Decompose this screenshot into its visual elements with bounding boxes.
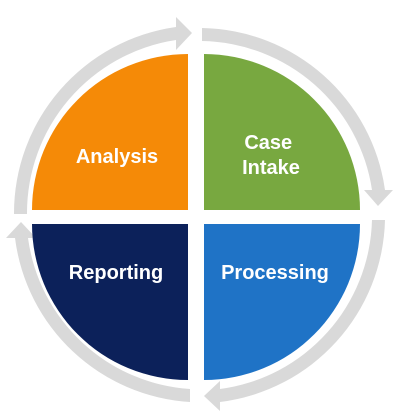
quadrant-labels: Analysis Case Intake Processing Reportin…: [69, 132, 329, 284]
cycle-ring: [6, 17, 393, 411]
quadrant-analysis: [32, 54, 188, 210]
quadrants: [32, 54, 360, 380]
ring-arrow-reporting-icon: [6, 222, 36, 238]
ring-arrow-processing-icon: [204, 381, 220, 411]
ring-arrow-analysis-icon: [176, 17, 192, 50]
ring-segment-reporting: [15, 238, 190, 402]
ring-arrow-case-intake-icon: [364, 190, 393, 206]
label-processing-line: Processing: [221, 262, 329, 284]
quadrant-processing: [204, 224, 360, 380]
quadrant-reporting: [32, 224, 188, 380]
label-analysis: Analysis: [76, 146, 158, 168]
ring-segment-case-intake: [202, 28, 385, 190]
label-processing: Processing: [221, 262, 329, 284]
label-case-intake-line-2: Intake: [242, 157, 300, 179]
ring-segment-analysis: [13, 27, 176, 214]
label-analysis-line: Analysis: [76, 146, 158, 168]
ring-segment-processing: [220, 220, 385, 402]
quadrant-case-intake: [204, 54, 360, 210]
label-reporting: Reporting: [69, 262, 163, 284]
label-case-intake: Case Intake: [242, 132, 300, 179]
label-case-intake-line-1: Case: [244, 132, 292, 154]
label-reporting-line: Reporting: [69, 262, 163, 284]
